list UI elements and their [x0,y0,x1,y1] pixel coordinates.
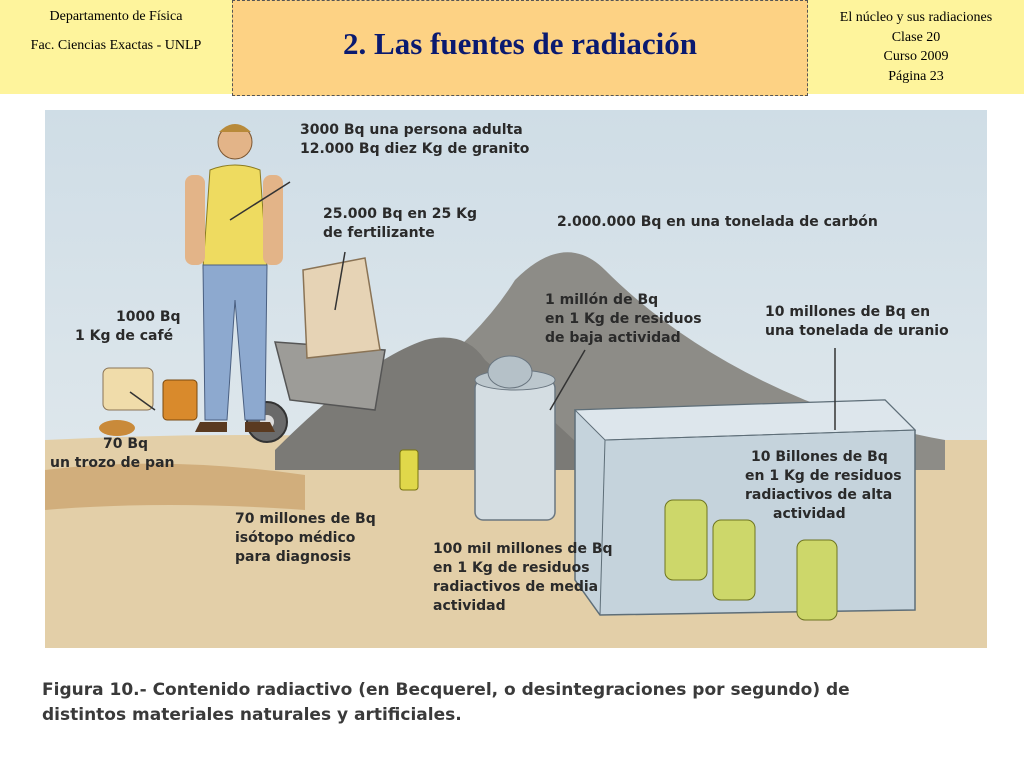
label-low-activity-2: en 1 Kg de residuos [545,311,702,327]
label-medium-activity-2: en 1 Kg de residuos [433,560,590,576]
label-medical-3: para diagnosis [235,549,352,565]
radiation-sources-figure: 3000 Bq una persona adulta 12.000 Bq die… [45,110,987,648]
bread-piece [99,420,135,436]
label-uranium-2: una tonelada de uranio [765,323,949,339]
label-fertilizer-2: de fertilizante [323,225,435,241]
label-coal: 2.000.000 Bq en una tonelada de carbón [557,214,878,230]
class-number: Clase 20 [891,29,941,45]
label-coffee-1: 1000 Bq [116,309,181,325]
course-topic: El núcleo y sus radiaciones [839,10,993,25]
illustration [45,110,987,648]
label-medical-1: 70 millones de Bq [235,511,376,527]
coffee-jar [162,379,198,421]
label-low-activity-1: 1 millón de Bq [545,292,659,308]
label-high-activity-1: 10 Billones de Bq [751,449,888,465]
course-year: Curso 2009 [883,49,949,64]
caption-line-2: distintos materiales naturales y artific… [42,705,462,725]
figure-caption: Figura 10.- Contenido radiactivo (en Bec… [42,678,1002,728]
faculty-name: Fac. Ciencias Exactas - UNLP [30,38,202,53]
label-bread-2: un trozo de pan [50,455,175,471]
label-bread-1: 70 Bq [103,436,149,452]
header-right-panel: El núcleo y sus radiaciones Clase 20 Cur… [808,0,1024,94]
label-medium-activity-4: actividad [433,598,506,614]
low-activity-waste-can [474,379,556,521]
title-panel: 2. Las fuentes de radiación [232,0,808,96]
label-medium-activity-3: radiactivos de media [433,579,599,595]
label-adult-1: 3000 Bq una persona adulta [300,122,523,138]
label-high-activity-4: actividad [773,506,846,522]
label-uranium-1: 10 millones de Bq en [765,304,931,320]
label-medical-2: isótopo médico [235,530,356,546]
label-high-activity-2: en 1 Kg de residuos [745,468,902,484]
label-fertilizer-1: 25.000 Bq en 25 Kg [323,206,478,222]
department-name: Departamento de Física [49,9,183,24]
caption-line-1: Figura 10.- Contenido radiactivo (en Bec… [42,680,850,700]
label-medium-activity-1: 100 mil millones de Bq [433,541,613,557]
label-high-activity-3: radiactivos de alta [745,487,893,503]
header-left-panel: Departamento de Física Fac. Ciencias Exa… [0,0,232,94]
slide-title: 2. Las fuentes de radiación [343,26,697,61]
fertilizer-bag [302,257,381,359]
label-coffee-2: 1 Kg de café [75,328,174,344]
label-adult-2: 12.000 Bq diez Kg de granito [300,141,530,157]
medium-activity-canisters [664,499,838,621]
medical-isotope-vial [399,449,419,491]
label-low-activity-3: de baja actividad [545,330,681,346]
page-number: Página 23 [888,68,944,84]
